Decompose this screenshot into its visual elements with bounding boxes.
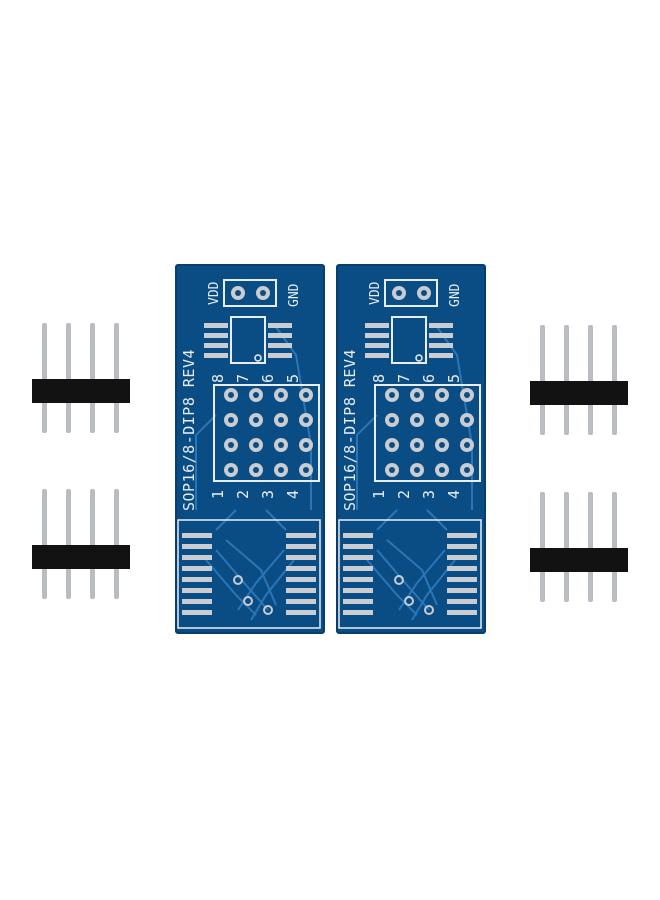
header-plastic xyxy=(32,545,130,569)
pin-number-7: 7 xyxy=(234,374,252,383)
header-plastic xyxy=(32,379,130,403)
sop16-pads-left xyxy=(343,533,373,615)
pin1-dot xyxy=(415,354,423,362)
board-label: SOP16/8-DIP8 REV4 xyxy=(180,349,198,511)
gnd-label: GND xyxy=(287,283,302,307)
pin-header-top-right xyxy=(530,325,628,435)
adapter-board-1: VDD GND SOP16/8-DIP8 REV4 8 7 6 5 1 2 3 … xyxy=(175,264,325,634)
sop8-pads-right xyxy=(268,323,292,358)
sop16-pads-left xyxy=(182,533,212,615)
gnd-hole xyxy=(260,290,266,296)
board-label: SOP16/8-DIP8 REV4 xyxy=(341,349,359,511)
sop16-pads-right xyxy=(286,533,316,615)
header-pins xyxy=(540,325,617,435)
dip-pads xyxy=(224,388,313,477)
pin-header-bottom-left xyxy=(32,489,130,599)
pin-number-8: 8 xyxy=(370,374,388,383)
pin-number-7: 7 xyxy=(395,374,413,383)
header-pins xyxy=(540,492,617,602)
vdd-hole xyxy=(235,290,241,296)
pin-number-8: 8 xyxy=(209,374,227,383)
pin-number-5: 5 xyxy=(445,374,463,383)
header-pins xyxy=(42,323,119,433)
dip-outline xyxy=(374,384,481,482)
pin-number-4: 4 xyxy=(284,490,302,499)
header-plastic xyxy=(530,381,628,405)
power-pad-outline xyxy=(384,279,438,307)
pin-number-3: 3 xyxy=(259,490,277,499)
pin-number-2: 2 xyxy=(234,490,252,499)
header-plastic xyxy=(530,548,628,572)
pin-header-bottom-right xyxy=(530,492,628,602)
pin-number-6: 6 xyxy=(420,374,438,383)
pin-number-4: 4 xyxy=(445,490,463,499)
power-pad-outline xyxy=(223,279,277,307)
gnd-label: GND xyxy=(448,283,463,307)
adapter-board-2: VDD GND SOP16/8-DIP8 REV4 8 7 6 5 1 2 3 … xyxy=(336,264,486,634)
gnd-hole xyxy=(421,290,427,296)
vias xyxy=(394,575,434,615)
sop8-outline xyxy=(230,316,266,364)
sop16-pads-right xyxy=(447,533,477,615)
sop8-pads-right xyxy=(429,323,453,358)
pin-header-top-left xyxy=(32,323,130,433)
sop8-pads-left xyxy=(204,323,228,358)
vias xyxy=(233,575,273,615)
dip-pads xyxy=(385,388,474,477)
sop16-outline xyxy=(338,519,482,629)
pin-number-6: 6 xyxy=(259,374,277,383)
sop8-outline xyxy=(391,316,427,364)
dip-outline xyxy=(213,384,320,482)
pin-number-3: 3 xyxy=(420,490,438,499)
vdd-label: VDD xyxy=(368,281,383,305)
header-pins xyxy=(42,489,119,599)
pin-number-1: 1 xyxy=(370,490,388,499)
pin-number-1: 1 xyxy=(209,490,227,499)
sop16-outline xyxy=(177,519,321,629)
sop8-pads-left xyxy=(365,323,389,358)
pin-number-2: 2 xyxy=(395,490,413,499)
vdd-label: VDD xyxy=(207,281,222,305)
pin1-dot xyxy=(254,354,262,362)
vdd-hole xyxy=(396,290,402,296)
pin-number-5: 5 xyxy=(284,374,302,383)
